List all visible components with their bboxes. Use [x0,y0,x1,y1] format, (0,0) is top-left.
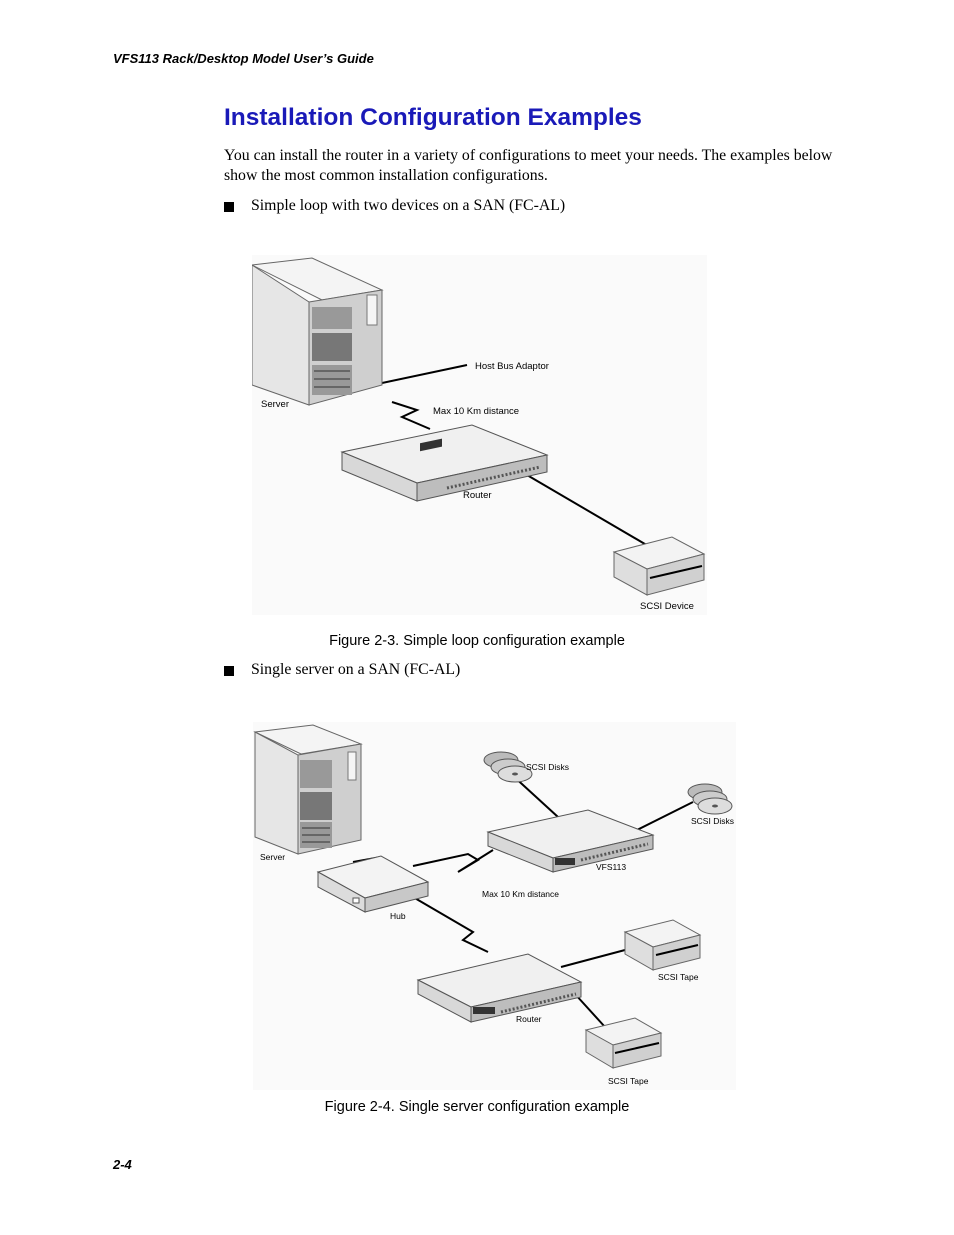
disk-stack-right [687,783,733,815]
label-scsi-disks-top: SCSI Disks [526,762,569,772]
cable-hub-router [412,896,489,953]
label-server: Server [261,399,289,410]
label-router: Router [516,1014,542,1024]
label-scsi-tape-1: SCSI Tape [658,972,699,982]
page-number: 2-4 [113,1157,132,1172]
label-host-bus-adaptor: Host Bus Adaptor [475,361,549,372]
scsi-tape-device-2 [584,1017,663,1069]
label-scsi-disks-right: SCSI Disks [691,816,734,826]
intro-paragraph: You can install the router in a variety … [224,147,833,184]
label-scsi-device: SCSI Device [640,601,694,612]
router-device [416,953,583,1023]
vfs113-device [486,809,655,873]
figure-single-server: Server SCSI Disks SCSI Disks VFS113 Max … [253,722,736,1090]
figure-caption-2-3: Figure 2-3. Simple loop configuration ex… [329,633,625,649]
cable-hub-vfs113 [412,849,494,873]
figure-caption-2-4: Figure 2-4. Single server configuration … [324,1099,630,1115]
label-scsi-tape-2: SCSI Tape [608,1076,649,1086]
figure-simple-loop: Server Host Bus Adaptor Max 10 Km distan… [252,255,707,615]
label-server: Server [260,852,285,862]
cable-hba [381,364,468,384]
label-vfs113: VFS113 [596,862,626,872]
bullet-text: Simple loop with two devices on a SAN (F… [251,197,566,214]
label-router: Router [463,490,492,501]
bullet-text: Single server on a SAN (FC-AL) [251,661,461,678]
bullet-square-icon [224,665,234,676]
cable-router-scsi [526,474,651,548]
bullet-item-simple-loop: Simple loop with two devices on a SAN (F… [224,197,565,215]
section-title: Installation Configuration Examples [224,104,642,131]
cable-distance-zigzag [391,401,431,430]
label-hub: Hub [390,911,406,921]
server-tower [252,257,384,406]
bullet-square-icon [224,201,234,212]
cable-disks-right [632,801,694,833]
label-distance: Max 10 Km distance [482,889,559,899]
scsi-tape-device-1 [623,919,702,971]
scsi-device [612,536,706,596]
cable-router-tape1 [560,949,626,968]
bullet-item-single-server: Single server on a SAN (FC-AL) [224,661,460,679]
running-header: VFS113 Rack/Desktop Model User’s Guide [113,51,374,66]
disk-stack-top [483,751,533,783]
hub-device [316,855,430,913]
label-distance: Max 10 Km distance [433,406,519,417]
cable-router-tape2 [574,993,606,1028]
router-device [340,424,549,502]
server-tower [253,724,363,855]
